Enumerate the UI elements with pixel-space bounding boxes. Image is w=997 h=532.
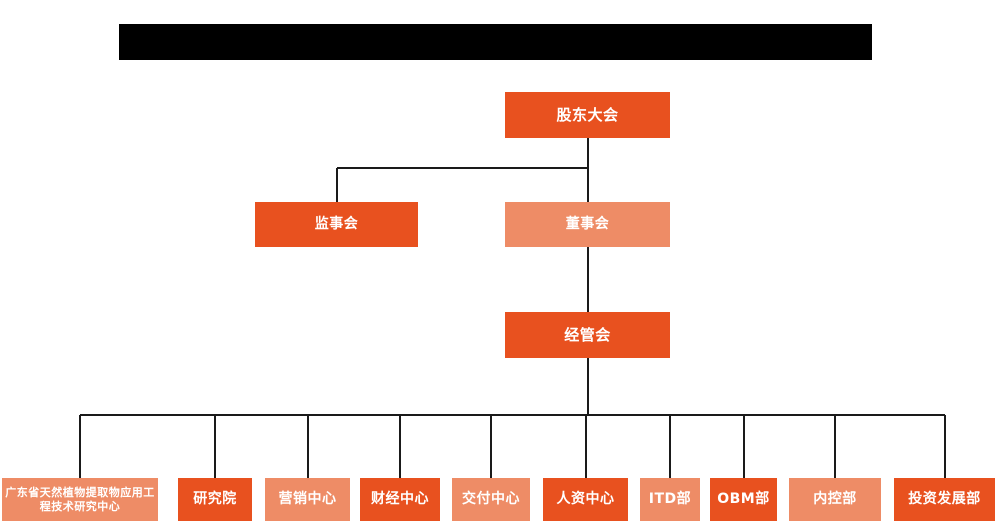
connector-to-d5 xyxy=(490,415,492,478)
org-node-label: 董事会 xyxy=(565,215,610,232)
connector-directors-to-management xyxy=(586,247,589,312)
connector-to-d4 xyxy=(399,415,401,478)
org-node-d6[interactable]: 人资中心 xyxy=(543,478,628,521)
connector-to-d9 xyxy=(834,415,836,478)
connector-to-directors xyxy=(586,168,589,202)
org-node-label: 经管会 xyxy=(564,325,611,344)
redacted-title-banner xyxy=(119,24,872,60)
org-node-n1[interactable]: 股东大会 xyxy=(505,92,670,138)
org-node-label: 财经中心 xyxy=(371,490,429,507)
connector-to-d6 xyxy=(584,415,587,478)
org-node-d1[interactable]: 广东省天然植物提取物应用工程技术研究中心 xyxy=(2,478,158,521)
org-node-label: 交付中心 xyxy=(462,490,520,507)
org-node-n4[interactable]: 经管会 xyxy=(505,312,670,358)
connector-departments-bus xyxy=(80,414,945,416)
org-node-label: OBM部 xyxy=(717,490,770,507)
org-node-label: 营销中心 xyxy=(278,490,337,507)
org-node-d7[interactable]: ITD部 xyxy=(640,478,700,521)
org-node-label: 广东省天然植物提取物应用工程技术研究中心 xyxy=(5,485,155,513)
org-node-label: 股东大会 xyxy=(556,105,619,124)
org-node-d5[interactable]: 交付中心 xyxy=(452,478,530,521)
org-node-label: 内控部 xyxy=(813,490,857,507)
connector-to-d2 xyxy=(214,415,216,478)
org-node-d2[interactable]: 研究院 xyxy=(178,478,252,521)
connector-to-d7 xyxy=(669,415,671,478)
connector-to-d3 xyxy=(306,415,309,478)
org-node-label: 投资发展部 xyxy=(908,490,981,507)
org-node-d10[interactable]: 投资发展部 xyxy=(894,478,995,521)
connector-to-d1 xyxy=(79,415,81,478)
org-node-label: 监事会 xyxy=(314,215,359,232)
connector-management-drop xyxy=(586,358,589,415)
connector-shareholders-drop xyxy=(586,138,589,168)
org-node-label: 人资中心 xyxy=(556,490,615,507)
connector-level2-bus xyxy=(336,167,588,169)
org-node-n2[interactable]: 监事会 xyxy=(255,202,418,247)
org-node-d4[interactable]: 财经中心 xyxy=(360,478,440,521)
org-node-label: ITD部 xyxy=(648,490,692,507)
connector-to-d10 xyxy=(943,415,946,478)
org-node-d9[interactable]: 内控部 xyxy=(789,478,881,521)
org-node-d8[interactable]: OBM部 xyxy=(710,478,777,521)
org-node-n3[interactable]: 董事会 xyxy=(505,202,670,247)
org-node-d3[interactable]: 营销中心 xyxy=(265,478,350,521)
connector-to-d8 xyxy=(742,415,745,478)
org-node-label: 研究院 xyxy=(193,490,237,507)
connector-to-supervisors xyxy=(335,168,338,202)
